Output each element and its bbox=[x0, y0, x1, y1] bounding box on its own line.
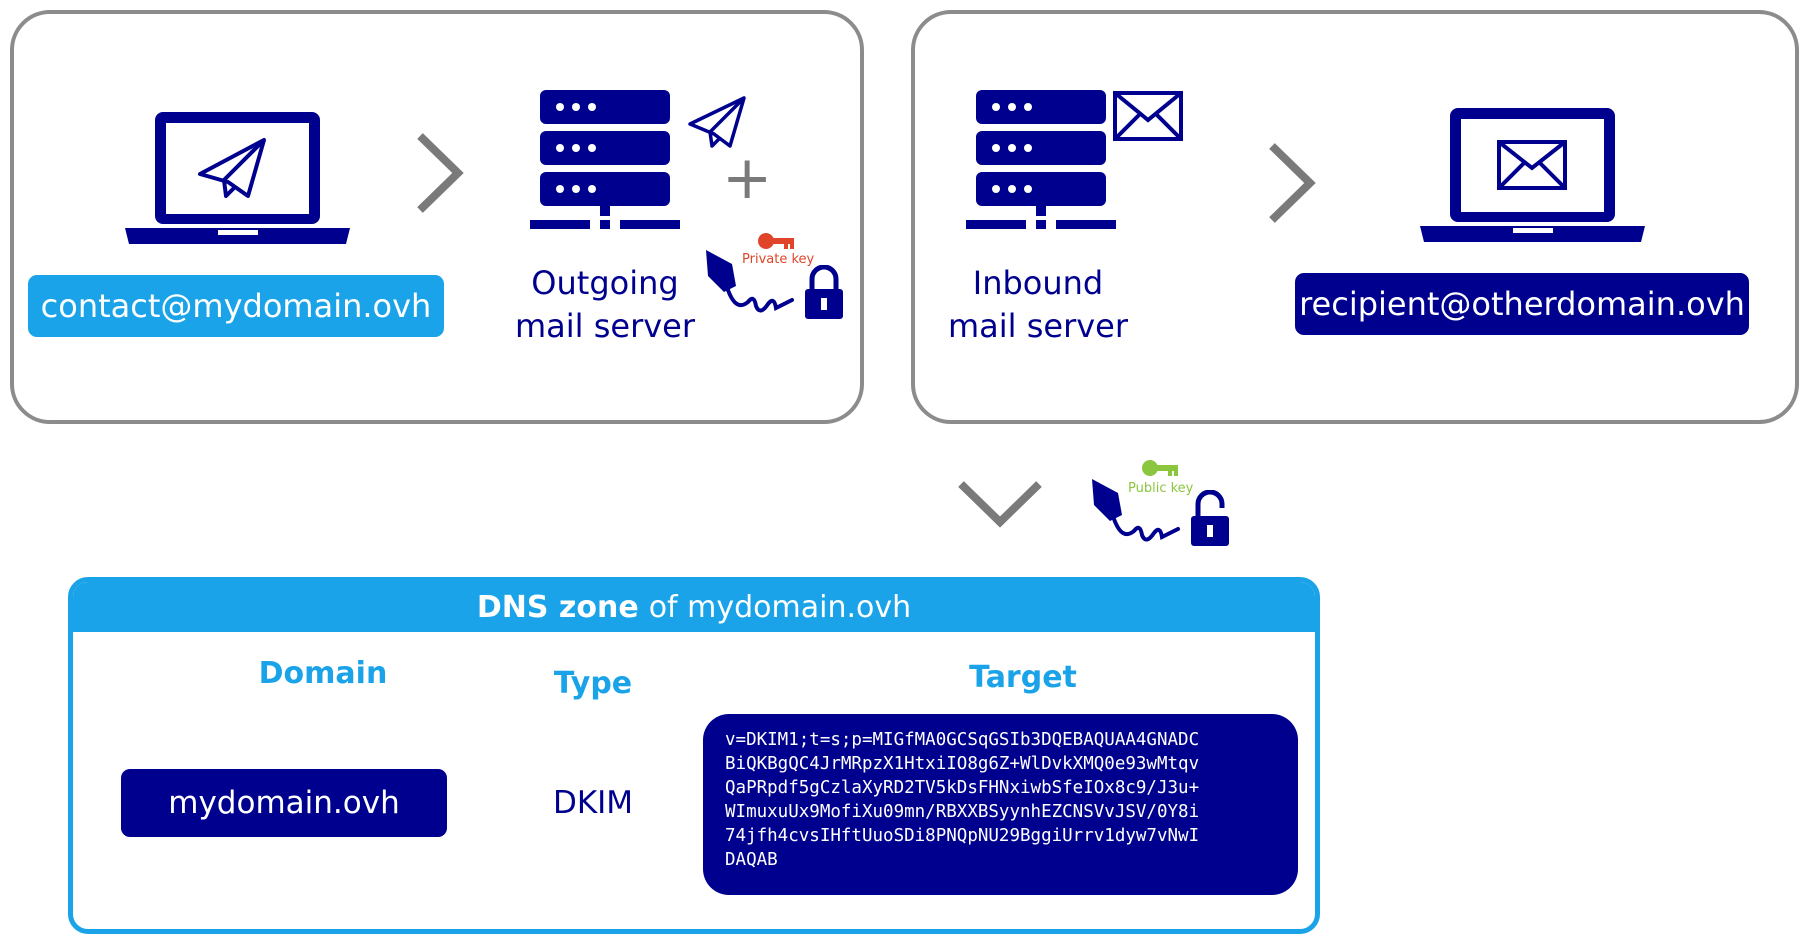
dns-zone-table: DNS zone of mydomain.ovh Domain Type Tar… bbox=[68, 577, 1320, 934]
signature-pen-icon bbox=[1092, 479, 1180, 542]
inbound-server-icon bbox=[966, 90, 1116, 229]
sending-panel bbox=[10, 10, 864, 424]
recipient-email-badge: recipient@otherdomain.ovh bbox=[1295, 273, 1749, 335]
column-header-target: Target bbox=[969, 660, 1077, 695]
recipient-email: recipient@otherdomain.ovh bbox=[1299, 285, 1745, 323]
outgoing-label-line2: mail server bbox=[514, 307, 696, 345]
envelope-icon bbox=[1113, 91, 1183, 141]
outgoing-label-line1: Outgoing bbox=[531, 264, 679, 302]
inbound-label-line1: Inbound bbox=[972, 264, 1104, 302]
receiving-panel bbox=[911, 10, 1799, 424]
chevron-right-icon bbox=[1269, 143, 1316, 223]
laptop-paper-plane-icon bbox=[125, 112, 350, 244]
chevron-right-icon bbox=[417, 133, 464, 213]
sender-email: contact@mydomain.ovh bbox=[40, 287, 432, 325]
lock-closed-icon bbox=[805, 265, 843, 319]
target-line: 74jfh4cvsIHftUuoSDi8PNQpNU29BggiUrrv1dyw… bbox=[725, 826, 1200, 846]
dns-zone-title-bold: DNS zone bbox=[476, 589, 639, 625]
public-key-label: Public key bbox=[1128, 481, 1194, 496]
target-line: DAQAB bbox=[725, 850, 778, 870]
chevron-down-icon bbox=[958, 481, 1042, 528]
record-target: v=DKIM1;t=s;p=MIGfMA0GCSqGSIb3DQEBAQUAA4… bbox=[703, 714, 1298, 895]
target-line: v=DKIM1;t=s;p=MIGfMA0GCSqGSIb3DQEBAQUAA4… bbox=[725, 730, 1200, 750]
private-key-icon bbox=[758, 233, 794, 249]
sender-email-badge: contact@mydomain.ovh bbox=[28, 275, 444, 337]
inbound-label-line2: mail server bbox=[947, 307, 1129, 345]
outgoing-server-label: Outgoing mail server bbox=[505, 262, 705, 348]
dns-zone-title-rest: of mydomain.ovh bbox=[648, 589, 912, 625]
target-line: QaPRpdf5gCzlaXyRD2TV5kDsFHNxiwbSfeIOx8c9… bbox=[725, 778, 1200, 798]
target-line: BiQKBgQC4JrMRpzX1HtxiIO8g6Z+WlDvkXMQ0e93… bbox=[725, 754, 1200, 774]
record-type: DKIM bbox=[552, 785, 634, 821]
private-key-label: Private key bbox=[742, 252, 815, 267]
plus-sign: + bbox=[722, 143, 773, 213]
public-key-icon bbox=[1142, 460, 1178, 476]
target-line: WImuxuUx9MofiXu09mn/RBXXBSyynhEZCNSVvJSV… bbox=[725, 802, 1200, 822]
paper-plane-icon bbox=[688, 96, 746, 148]
dns-zone-header: DNS zone of mydomain.ovh bbox=[73, 582, 1315, 632]
laptop-envelope-icon bbox=[1420, 108, 1645, 242]
record-domain: mydomain.ovh bbox=[121, 769, 447, 837]
outgoing-server-icon bbox=[530, 90, 680, 229]
column-header-type: Type bbox=[553, 666, 633, 701]
column-header-domain: Domain bbox=[258, 656, 388, 691]
lock-open-icon bbox=[1191, 490, 1229, 546]
inbound-server-label: Inbound mail server bbox=[938, 262, 1138, 348]
record-domain-text: mydomain.ovh bbox=[168, 785, 400, 821]
signature-pen-icon bbox=[706, 250, 794, 313]
